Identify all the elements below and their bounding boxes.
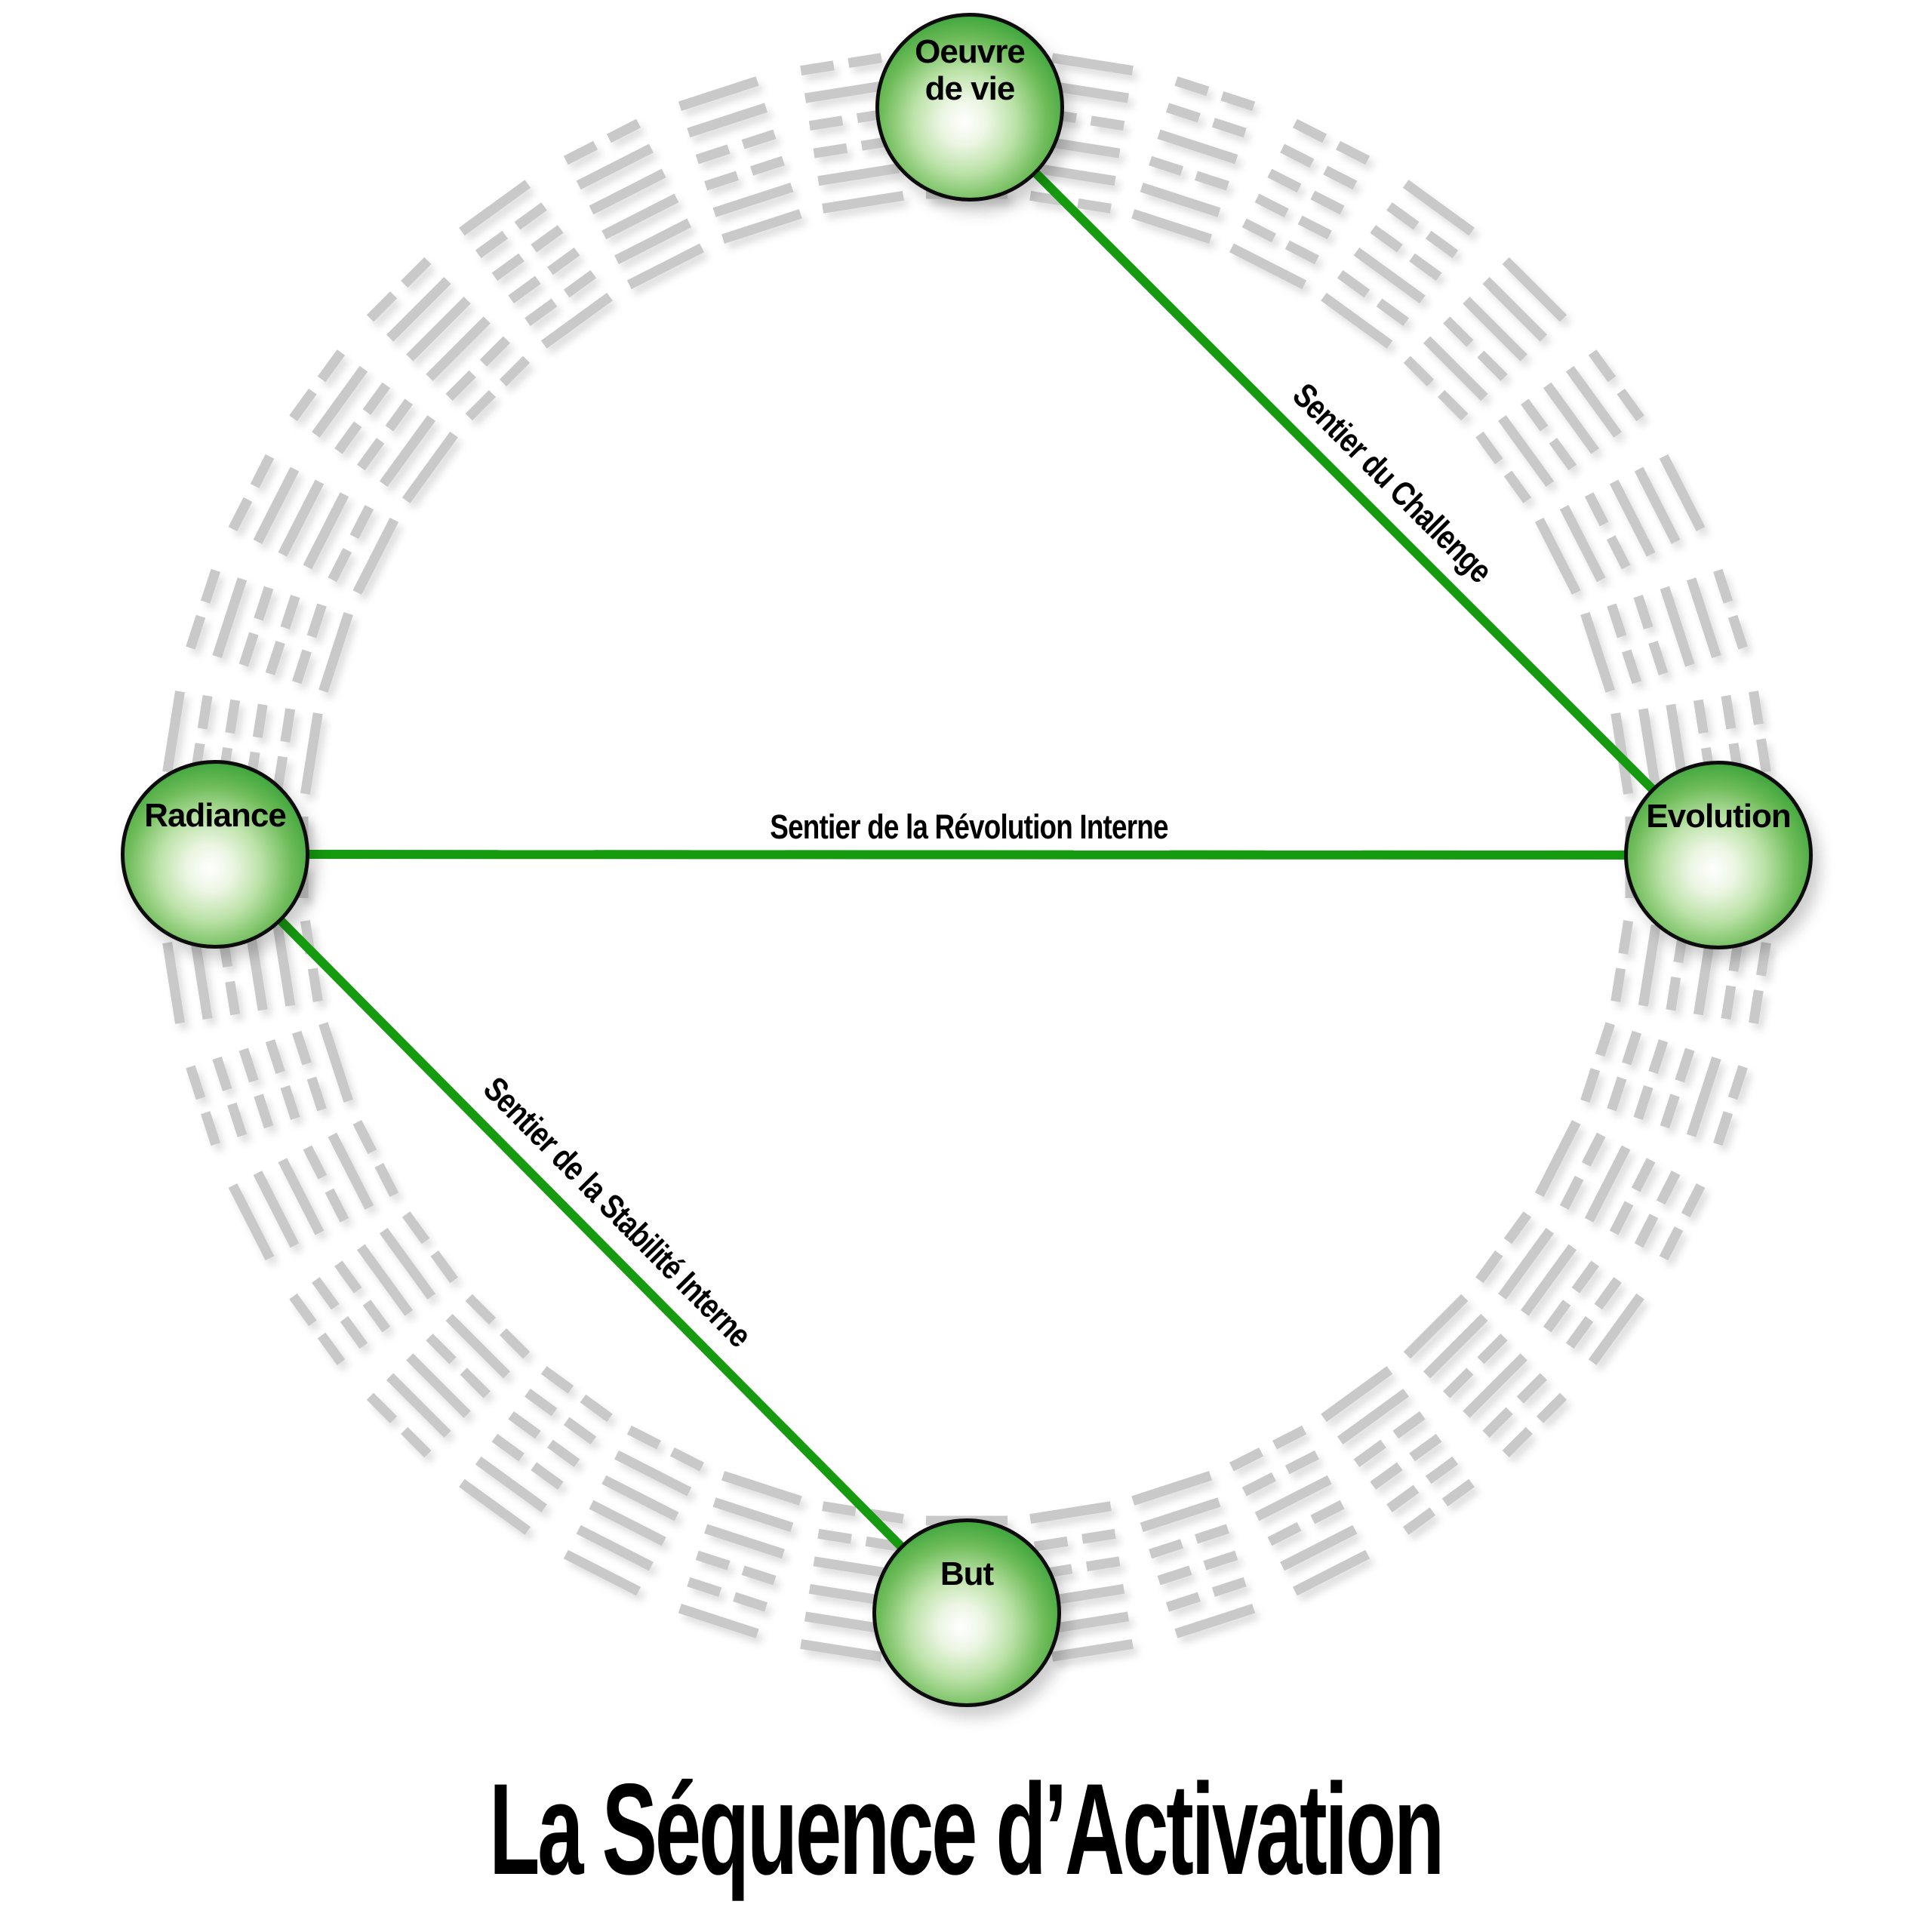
node-but: But [872, 1518, 1061, 1707]
challenge-path-line [966, 103, 1722, 859]
hexagram-ring [158, 49, 1775, 1666]
stabilite-path-line [211, 851, 971, 1617]
node-radiance: Radiance [121, 760, 309, 949]
node-label: Radiance [144, 797, 287, 834]
node-oeuvre-de-vie: Oeuvre de vie [875, 13, 1064, 202]
path-lines [211, 103, 1722, 1617]
node-evolution: Evolution [1624, 761, 1813, 949]
node-label: Evolution [1646, 798, 1791, 835]
diagram-title: La Séquence d’Activation [489, 1757, 1445, 1902]
node-label: Oeuvre de vie [915, 33, 1026, 108]
revolution-path-label: Sentier de la Révolution Interne [770, 808, 1168, 846]
revolution-path-line [214, 850, 1719, 860]
node-label: But [940, 1555, 994, 1592]
